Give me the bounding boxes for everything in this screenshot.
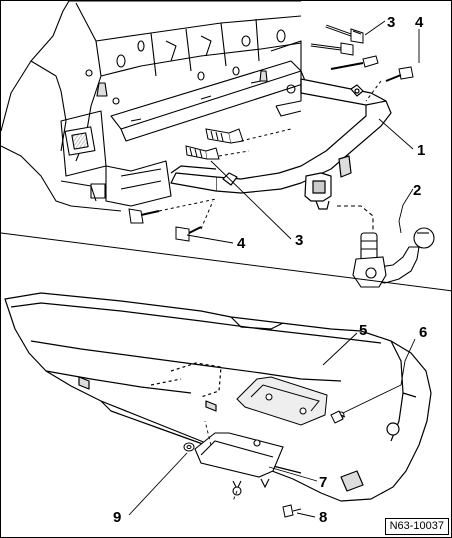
section-divider <box>1 232 451 292</box>
leader-lines-upper <box>186 20 420 244</box>
mounting-bolts <box>128 24 414 242</box>
bolt-4-top <box>385 66 414 82</box>
callout-1: 1 <box>417 142 425 159</box>
bolt-low-2 <box>175 226 202 242</box>
bolt-top-1 <box>325 24 364 44</box>
callout-5: 5 <box>359 322 367 339</box>
bolt-top-2 <box>310 42 354 56</box>
callout-3-top: 3 <box>387 14 395 31</box>
bolt-low-1 <box>128 208 160 224</box>
rear-bumper-cover <box>4 292 432 502</box>
leader-lines-lower <box>128 332 416 518</box>
callout-7: 7 <box>319 474 327 491</box>
towbar-cover-opening <box>236 376 346 426</box>
figure-reference-code: N63-10037 <box>384 518 449 535</box>
bolt-top-3 <box>330 55 379 70</box>
callout-4-top: 4 <box>415 14 424 31</box>
bolt-mid-1 <box>205 128 244 144</box>
bolt-mid-2 <box>185 145 220 160</box>
callout-9: 9 <box>113 509 121 526</box>
callout-2: 2 <box>413 182 421 199</box>
clip-and-nut <box>183 410 344 518</box>
rear-body-structure <box>1 1 307 212</box>
callouts: 1 2 3 4 3 4 5 6 7 8 9 <box>113 14 427 526</box>
callout-6: 6 <box>419 324 427 341</box>
callout-3-mid: 3 <box>295 232 303 249</box>
towbar-crossmember <box>170 78 392 210</box>
callout-8: 8 <box>319 509 327 526</box>
callout-4-mid: 4 <box>237 235 246 252</box>
detachable-tow-ball <box>337 205 435 288</box>
